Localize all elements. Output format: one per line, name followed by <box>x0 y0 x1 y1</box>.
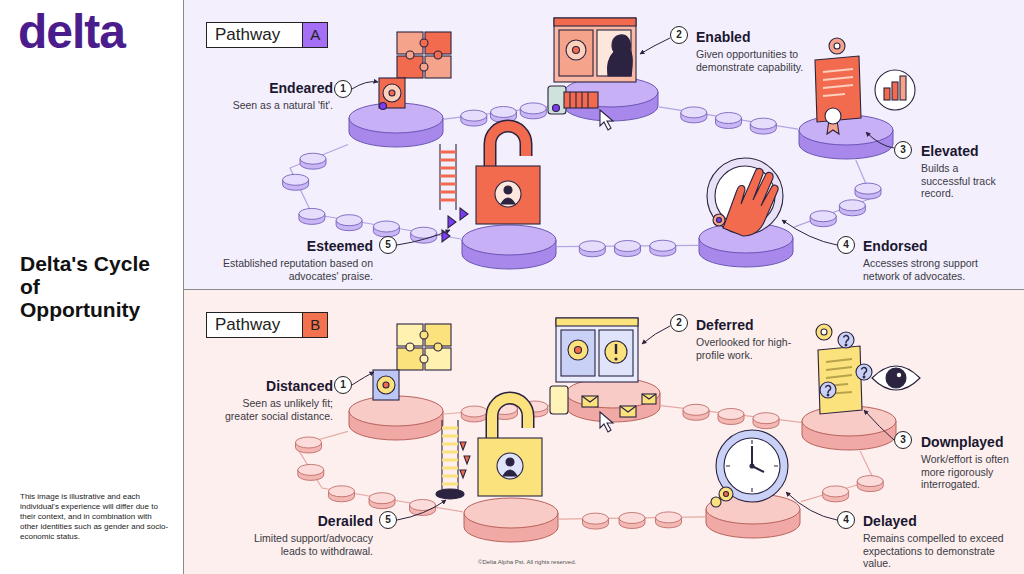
pathway-word: Pathway <box>207 23 302 47</box>
stage-description: Established reputation based on advocate… <box>216 257 373 282</box>
stage-heading: Derailed <box>239 513 373 530</box>
platform-shape <box>463 497 559 543</box>
stage-text: DownplayedWork/effort is often more rigo… <box>921 434 1016 491</box>
stage-description: Work/effort is often more rigorously int… <box>921 453 1016 491</box>
stage-text: EsteemedEstablished reputation based on … <box>216 238 373 282</box>
stage-platform: DownplayedWork/effort is often more rigo… <box>801 405 897 451</box>
stage-heading: Endeared <box>201 80 333 97</box>
platform-shape <box>565 377 661 423</box>
stage-text: DeferredOverlooked for high-profile work… <box>696 317 801 361</box>
stage-description: Given opportunities to demonstrate capab… <box>696 48 816 73</box>
stage-platform: ElevatedBuilds a successful track record… <box>798 114 894 160</box>
callout-number: 2 <box>670 26 688 44</box>
callout-number: 4 <box>837 511 855 529</box>
platform-shape <box>698 222 794 268</box>
pathway-letter: B <box>302 313 327 337</box>
stage-description: Accesses strong support network of advoc… <box>863 257 1013 282</box>
stage-heading: Downplayed <box>921 434 1016 451</box>
stage-platform: EsteemedEstablished reputation based on … <box>461 224 557 270</box>
stage-platform: DeferredOverlooked for high-profile work… <box>565 377 661 423</box>
diagram-title: Delta's Cycle of Opportunity <box>20 252 160 321</box>
platform-shape <box>801 405 897 451</box>
platform-shape <box>348 395 444 441</box>
stage-heading: Elevated <box>921 143 1001 160</box>
stage-description: Seen as a natural 'fit'. <box>201 99 333 112</box>
pathway-letter: A <box>302 23 327 47</box>
platform-shape <box>348 102 444 148</box>
stage-text: EndearedSeen as a natural 'fit'. <box>201 80 333 112</box>
platform-top <box>799 115 893 145</box>
stage-platform: EndorsedAccesses strong support network … <box>698 222 794 268</box>
platform-top <box>349 396 443 426</box>
platform-shape <box>563 76 659 122</box>
stage-heading: Delayed <box>863 513 1008 530</box>
platform-shape <box>461 224 557 270</box>
stage-description: Builds a successful track record. <box>921 162 1001 200</box>
brand-logo: delta <box>18 4 125 60</box>
platform-shape <box>798 114 894 160</box>
pathway-tag: PathwayB <box>206 312 328 338</box>
platform-top <box>699 223 793 253</box>
platform-top <box>566 378 660 408</box>
stage-text: DistancedSeen as unlikely fit; greater s… <box>209 378 333 422</box>
stage-heading: Distanced <box>209 378 333 395</box>
platform-top <box>802 406 896 436</box>
stage-platform: DistancedSeen as unlikely fit; greater s… <box>348 395 444 441</box>
stage-platform: DelayedRemains compelled to exceed expec… <box>705 493 801 539</box>
pathway-tag: PathwayA <box>206 22 328 48</box>
stage-heading: Deferred <box>696 317 801 334</box>
stage-heading: Enabled <box>696 29 816 46</box>
platform-shape <box>705 493 801 539</box>
platform-top <box>464 498 558 528</box>
platform-top <box>564 77 658 107</box>
callout-number: 3 <box>894 141 912 159</box>
stage-description: Remains compelled to exceed expectations… <box>863 532 1008 570</box>
callout-number: 5 <box>379 511 397 529</box>
stage-heading: Esteemed <box>216 238 373 255</box>
stage-heading: Endorsed <box>863 238 1013 255</box>
callout-number: 1 <box>334 80 352 98</box>
callout-number: 1 <box>334 376 352 394</box>
stage-platform: EnabledGiven opportunities to demonstrat… <box>563 76 659 122</box>
stage-text: DerailedLimited support/advocacy leads t… <box>239 513 373 557</box>
callout-number: 3 <box>894 431 912 449</box>
platform-top <box>349 103 443 133</box>
stage-text: DelayedRemains compelled to exceed expec… <box>863 513 1008 570</box>
callout-number: 4 <box>837 236 855 254</box>
platform-top <box>462 225 556 255</box>
stage-description: Overlooked for high-profile work. <box>696 336 801 361</box>
stage-text: EnabledGiven opportunities to demonstrat… <box>696 29 816 73</box>
stage-text: EndorsedAccesses strong support network … <box>863 238 1013 282</box>
caption-note: This image is illustrative and each indi… <box>20 492 172 542</box>
footer-note: ©Delta Alpha Pst. All rights reserved. <box>478 559 576 565</box>
pathway-word: Pathway <box>207 313 302 337</box>
callout-number: 2 <box>670 314 688 332</box>
stage-platform: EndearedSeen as a natural 'fit'. <box>348 102 444 148</box>
callout-number: 5 <box>379 236 397 254</box>
stage-text: ElevatedBuilds a successful track record… <box>921 143 1001 200</box>
stage-platform: DerailedLimited support/advocacy leads t… <box>463 497 559 543</box>
platform-top <box>706 494 800 524</box>
stage-description: Limited support/advocacy leads to withdr… <box>239 532 373 557</box>
stage-description: Seen as unlikely fit; greater social dis… <box>209 397 333 422</box>
